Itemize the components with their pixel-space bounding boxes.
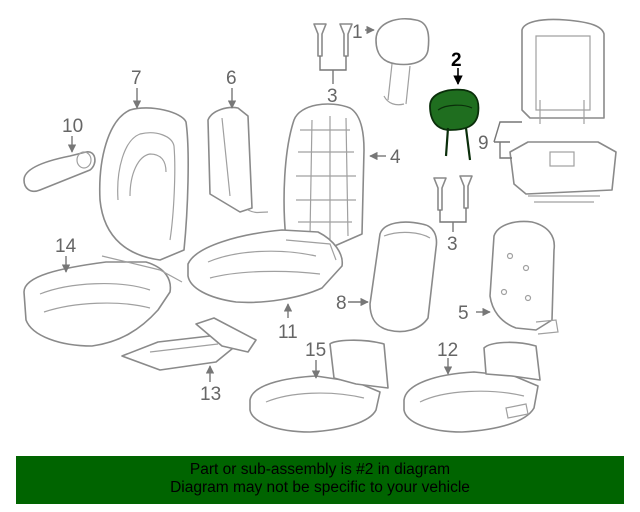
parts-diagram: 1 2 3 3 4 5 6 7 8 9 10 11 12 13 14 15 xyxy=(23,18,617,433)
callout-6: 6 xyxy=(226,68,237,89)
callout-labels: 1 2 3 3 4 5 6 7 8 9 10 11 12 13 14 15 xyxy=(55,22,489,405)
callout-9: 9 xyxy=(478,133,489,154)
leader-lines xyxy=(61,25,522,382)
callout-1: 1 xyxy=(352,22,363,43)
part-14-cushion-cover[interactable] xyxy=(23,255,183,347)
part-6-side-panel[interactable] xyxy=(207,106,269,214)
part-11-cushion-frame[interactable] xyxy=(187,229,343,304)
callout-3-top: 3 xyxy=(327,86,338,107)
part-4-seatback-frame[interactable] xyxy=(283,103,365,249)
part-10-armrest[interactable] xyxy=(23,151,96,193)
part-8-rear-panel[interactable] xyxy=(369,221,438,333)
part-3-guides-bottom[interactable] xyxy=(433,175,473,211)
callout-15: 15 xyxy=(305,340,326,361)
callout-13: 13 xyxy=(200,384,221,405)
part-1-headrest[interactable] xyxy=(375,18,430,106)
callout-7: 7 xyxy=(131,68,142,89)
part-13-mat[interactable] xyxy=(121,317,257,371)
callout-5: 5 xyxy=(458,303,469,324)
callout-14: 14 xyxy=(55,236,77,257)
part-2-headrest-highlighted[interactable] xyxy=(429,88,480,161)
callout-10: 10 xyxy=(62,116,83,137)
callout-4: 4 xyxy=(390,147,401,168)
part-9-upper-frame[interactable] xyxy=(521,18,605,124)
part-9-lower-tray[interactable] xyxy=(509,141,617,203)
callout-8: 8 xyxy=(336,293,347,314)
part-7-seatback-cover[interactable] xyxy=(98,107,189,261)
banner-line-2: Diagram may not be specific to your vehi… xyxy=(170,479,470,496)
callout-12: 12 xyxy=(437,340,458,361)
info-banner: Part or sub-assembly is #2 in diagram Di… xyxy=(16,456,624,504)
callout-11: 11 xyxy=(278,322,298,343)
part-12-cushion[interactable] xyxy=(403,341,541,433)
callout-3-bottom: 3 xyxy=(447,234,458,255)
part-5-trim-panel[interactable] xyxy=(489,220,559,335)
callout-2: 2 xyxy=(451,50,462,71)
part-15-cushion[interactable] xyxy=(249,339,389,433)
part-3-guides-top[interactable] xyxy=(313,23,353,57)
banner-line-1: Part or sub-assembly is #2 in diagram xyxy=(189,461,451,478)
